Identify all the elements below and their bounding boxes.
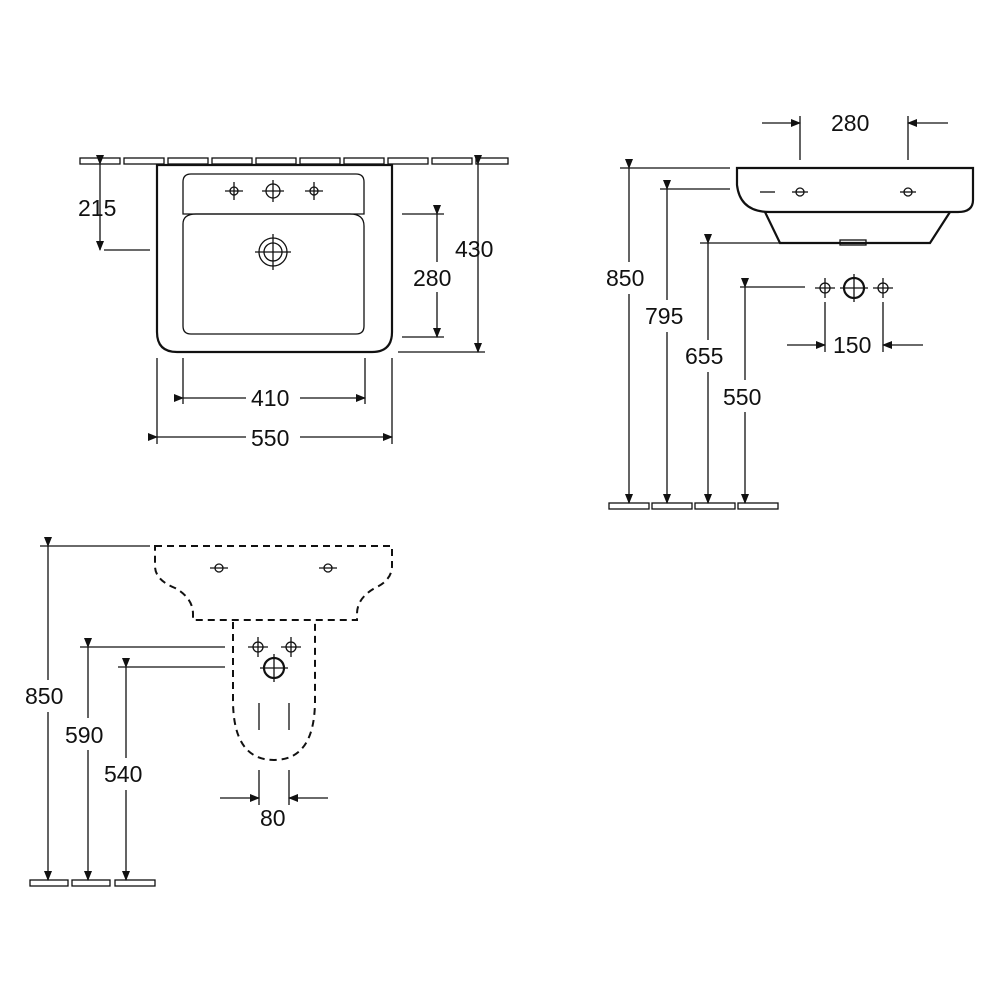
dim-label-850-front: 850 [25,683,63,709]
dim-label-280-spacing: 280 [831,110,869,136]
tap-hole-icon [210,563,228,573]
front-pedestal-outline [232,622,316,762]
front-floor-tiles [29,879,156,887]
top-view: 215 430 280 410 550 [78,155,509,451]
side-drain-outlet [839,239,867,246]
waste-outlet-icon [260,654,288,682]
tap-hole-icon [319,563,337,573]
supply-valve-icon [248,637,268,657]
side-basin-bowl [764,211,951,245]
drain-icon [255,234,291,270]
top-basin-outline [155,163,394,354]
side-basin-outline [735,166,975,214]
front-basin-outline [154,545,393,621]
dim-label-655: 655 [685,343,723,369]
dim-label-550: 550 [251,425,289,451]
side-floor-tiles [608,502,779,510]
side-view: 280 850 795 655 550 [606,110,975,510]
tap-hole-icon [900,187,916,197]
supply-valve-icon [873,278,893,298]
top-tap-deck [182,173,365,215]
dim-label-590: 590 [65,722,103,748]
waste-outlet-icon [840,274,868,302]
supply-valve-icon [281,637,301,657]
front-view: 80 850 590 540 [25,537,393,887]
tap-hole-icon [305,182,323,200]
supply-valve-icon [815,278,835,298]
dim-label-540: 540 [104,761,142,787]
top-inner-bowl [182,213,365,335]
dim-label-430: 430 [455,236,493,262]
dim-label-550-supply: 550 [723,384,761,410]
dim-label-80: 80 [260,805,286,831]
dim-label-150: 150 [833,332,871,358]
tap-hole-icon [262,180,284,202]
dim-label-410: 410 [251,385,289,411]
tap-hole-icon [792,187,808,197]
dim-label-280: 280 [413,265,451,291]
dim-label-795: 795 [645,303,683,329]
tap-hole-icon [225,182,243,200]
top-wall-tiles [79,157,509,165]
dim-label-850: 850 [606,265,644,291]
dim-label-215: 215 [78,195,116,221]
